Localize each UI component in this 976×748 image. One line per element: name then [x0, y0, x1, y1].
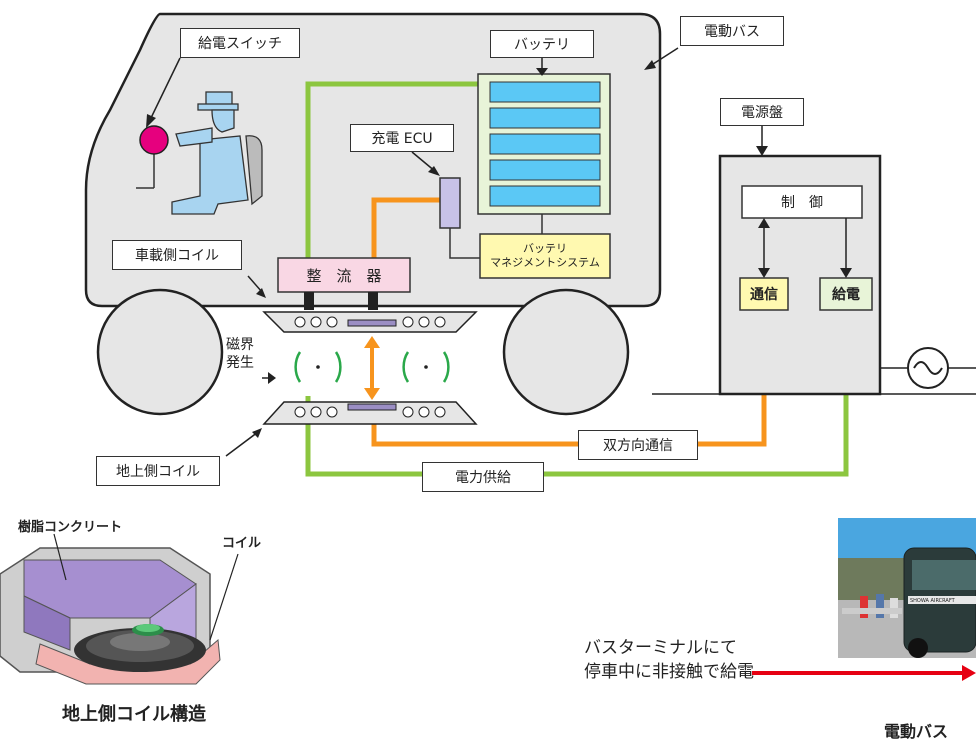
bms-box — [479, 233, 611, 279]
terminal-note: バスターミナルにて 停車中に非接触で給電 — [584, 636, 754, 684]
bms-label-line2: マネジメントシステム — [490, 256, 600, 269]
ground-coil-structure-illustration — [0, 533, 239, 685]
vehicle-coil-label: 車載側コイル — [112, 240, 242, 270]
photo-sign-text: SHOWA AIRCRAFT — [910, 598, 956, 604]
rear-wheel — [502, 288, 630, 416]
charger-ecu — [439, 177, 461, 229]
battery-cell — [489, 159, 601, 181]
ground-coil-label: 地上側コイル — [96, 456, 220, 486]
power-panel-label: 電源盤 — [720, 98, 804, 126]
magnetic-field-label-line2: 発生 — [226, 355, 254, 371]
battery-cell — [489, 107, 601, 129]
driver-figure — [171, 91, 263, 215]
vehicle-coil — [262, 311, 478, 333]
supply-label: 給電 — [832, 287, 860, 303]
photo-caption: 電動バス — [884, 722, 949, 741]
power-switch-button — [139, 125, 169, 155]
terminal-note-line1: バスターミナルにて — [584, 638, 737, 658]
battery-cell — [489, 185, 601, 207]
bms-label: バッテリ マネジメントシステム — [480, 236, 610, 276]
battery-label: バッテリ — [490, 30, 594, 58]
rectifier — [277, 257, 411, 293]
communication-line — [371, 197, 440, 258]
power-supply-line — [305, 81, 478, 258]
control-box — [741, 185, 863, 219]
magnetic-field-label: 磁界 発生 — [226, 336, 266, 372]
comm-label: 通信 — [750, 287, 778, 303]
bus-label: 電動バス — [680, 16, 784, 46]
magnetic-field — [294, 351, 450, 383]
bms-label-line1: バッテリ — [523, 242, 567, 255]
front-wheel — [96, 288, 224, 416]
power-switch-label: 給電スイッチ — [180, 28, 300, 58]
comm-box — [739, 277, 789, 311]
magnetic-field-label-line1: 磁界 — [226, 337, 254, 353]
ground-coil-structure-caption: 地上側コイル構造 — [62, 704, 206, 725]
bus-photo: SHOWA AIRCRAFT — [838, 518, 976, 658]
bidirectional-comm-label: 双方向通信 — [578, 430, 698, 460]
coil-label: コイル — [222, 536, 262, 551]
battery-cell — [489, 133, 601, 155]
battery-cell — [489, 81, 601, 103]
charger-ecu-label: 充電 ECU — [350, 124, 454, 152]
rectifier-label: 整 流 器 — [306, 266, 382, 285]
supply-box — [819, 277, 873, 311]
control-label: 制 御 — [781, 195, 823, 211]
terminal-note-line2: 停車中に非接触で給電 — [584, 662, 754, 682]
resin-concrete-label: 樹脂コンクリート — [18, 520, 123, 535]
power-supply-label: 電力供給 — [422, 462, 544, 492]
ground-coil-unit — [262, 401, 478, 425]
